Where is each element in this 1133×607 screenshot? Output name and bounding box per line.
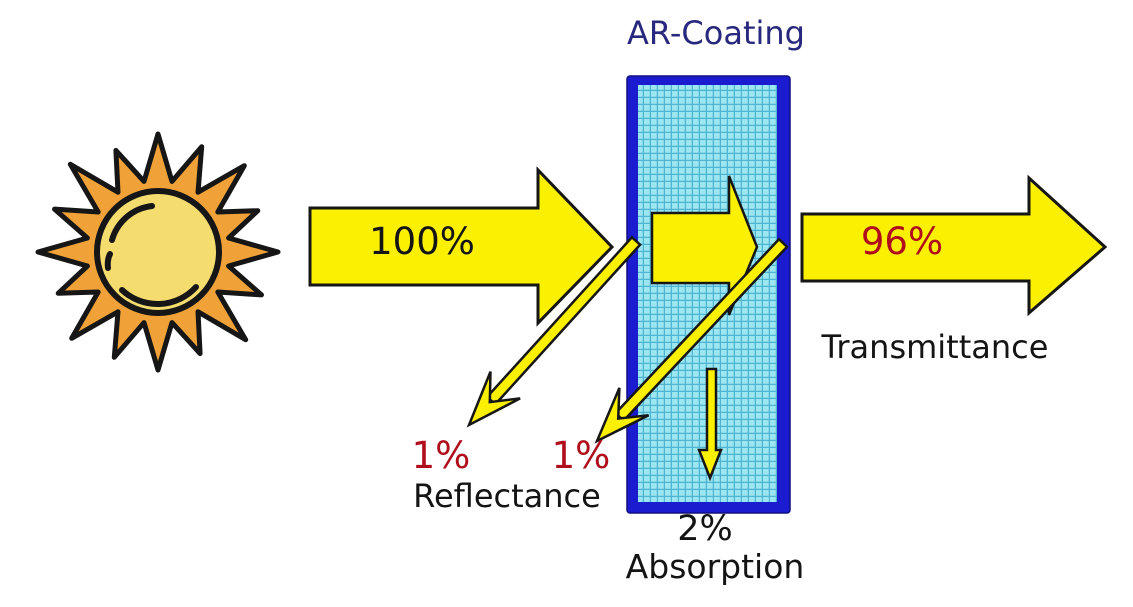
- reflectance-label-outer: 1%: [411, 434, 471, 477]
- reflected-ray-inner: [594, 237, 789, 444]
- transmittance-caption: Transmittance: [821, 328, 1049, 366]
- sun-face-stroke-bottom: [119, 284, 199, 307]
- reflectance-label-inner: 1%: [551, 434, 611, 477]
- sun-face-stroke-top: [109, 203, 155, 243]
- reflected-ray-outer: [466, 235, 642, 428]
- reflected-ray-inner-head: [594, 387, 650, 444]
- transmitted-label: 96%: [860, 220, 944, 263]
- incident-arrow: [308, 166, 615, 327]
- reflectance-caption: Reflectance: [413, 477, 601, 515]
- absorption-arrow: [697, 367, 723, 482]
- absorption-caption: Absorption: [625, 547, 805, 586]
- sun-face-stroke-tick: [104, 251, 113, 271]
- transmitted-arrow: [800, 174, 1108, 317]
- diagram-title: AR-Coating: [627, 14, 805, 52]
- incident-label: 100%: [369, 220, 475, 263]
- ar-coating-panel: [626, 75, 791, 514]
- absorption-label: 2%: [677, 509, 733, 549]
- sun-disc: [94, 188, 222, 316]
- sun-icon: [35, 131, 281, 373]
- reflected-ray-outer-head: [466, 371, 521, 428]
